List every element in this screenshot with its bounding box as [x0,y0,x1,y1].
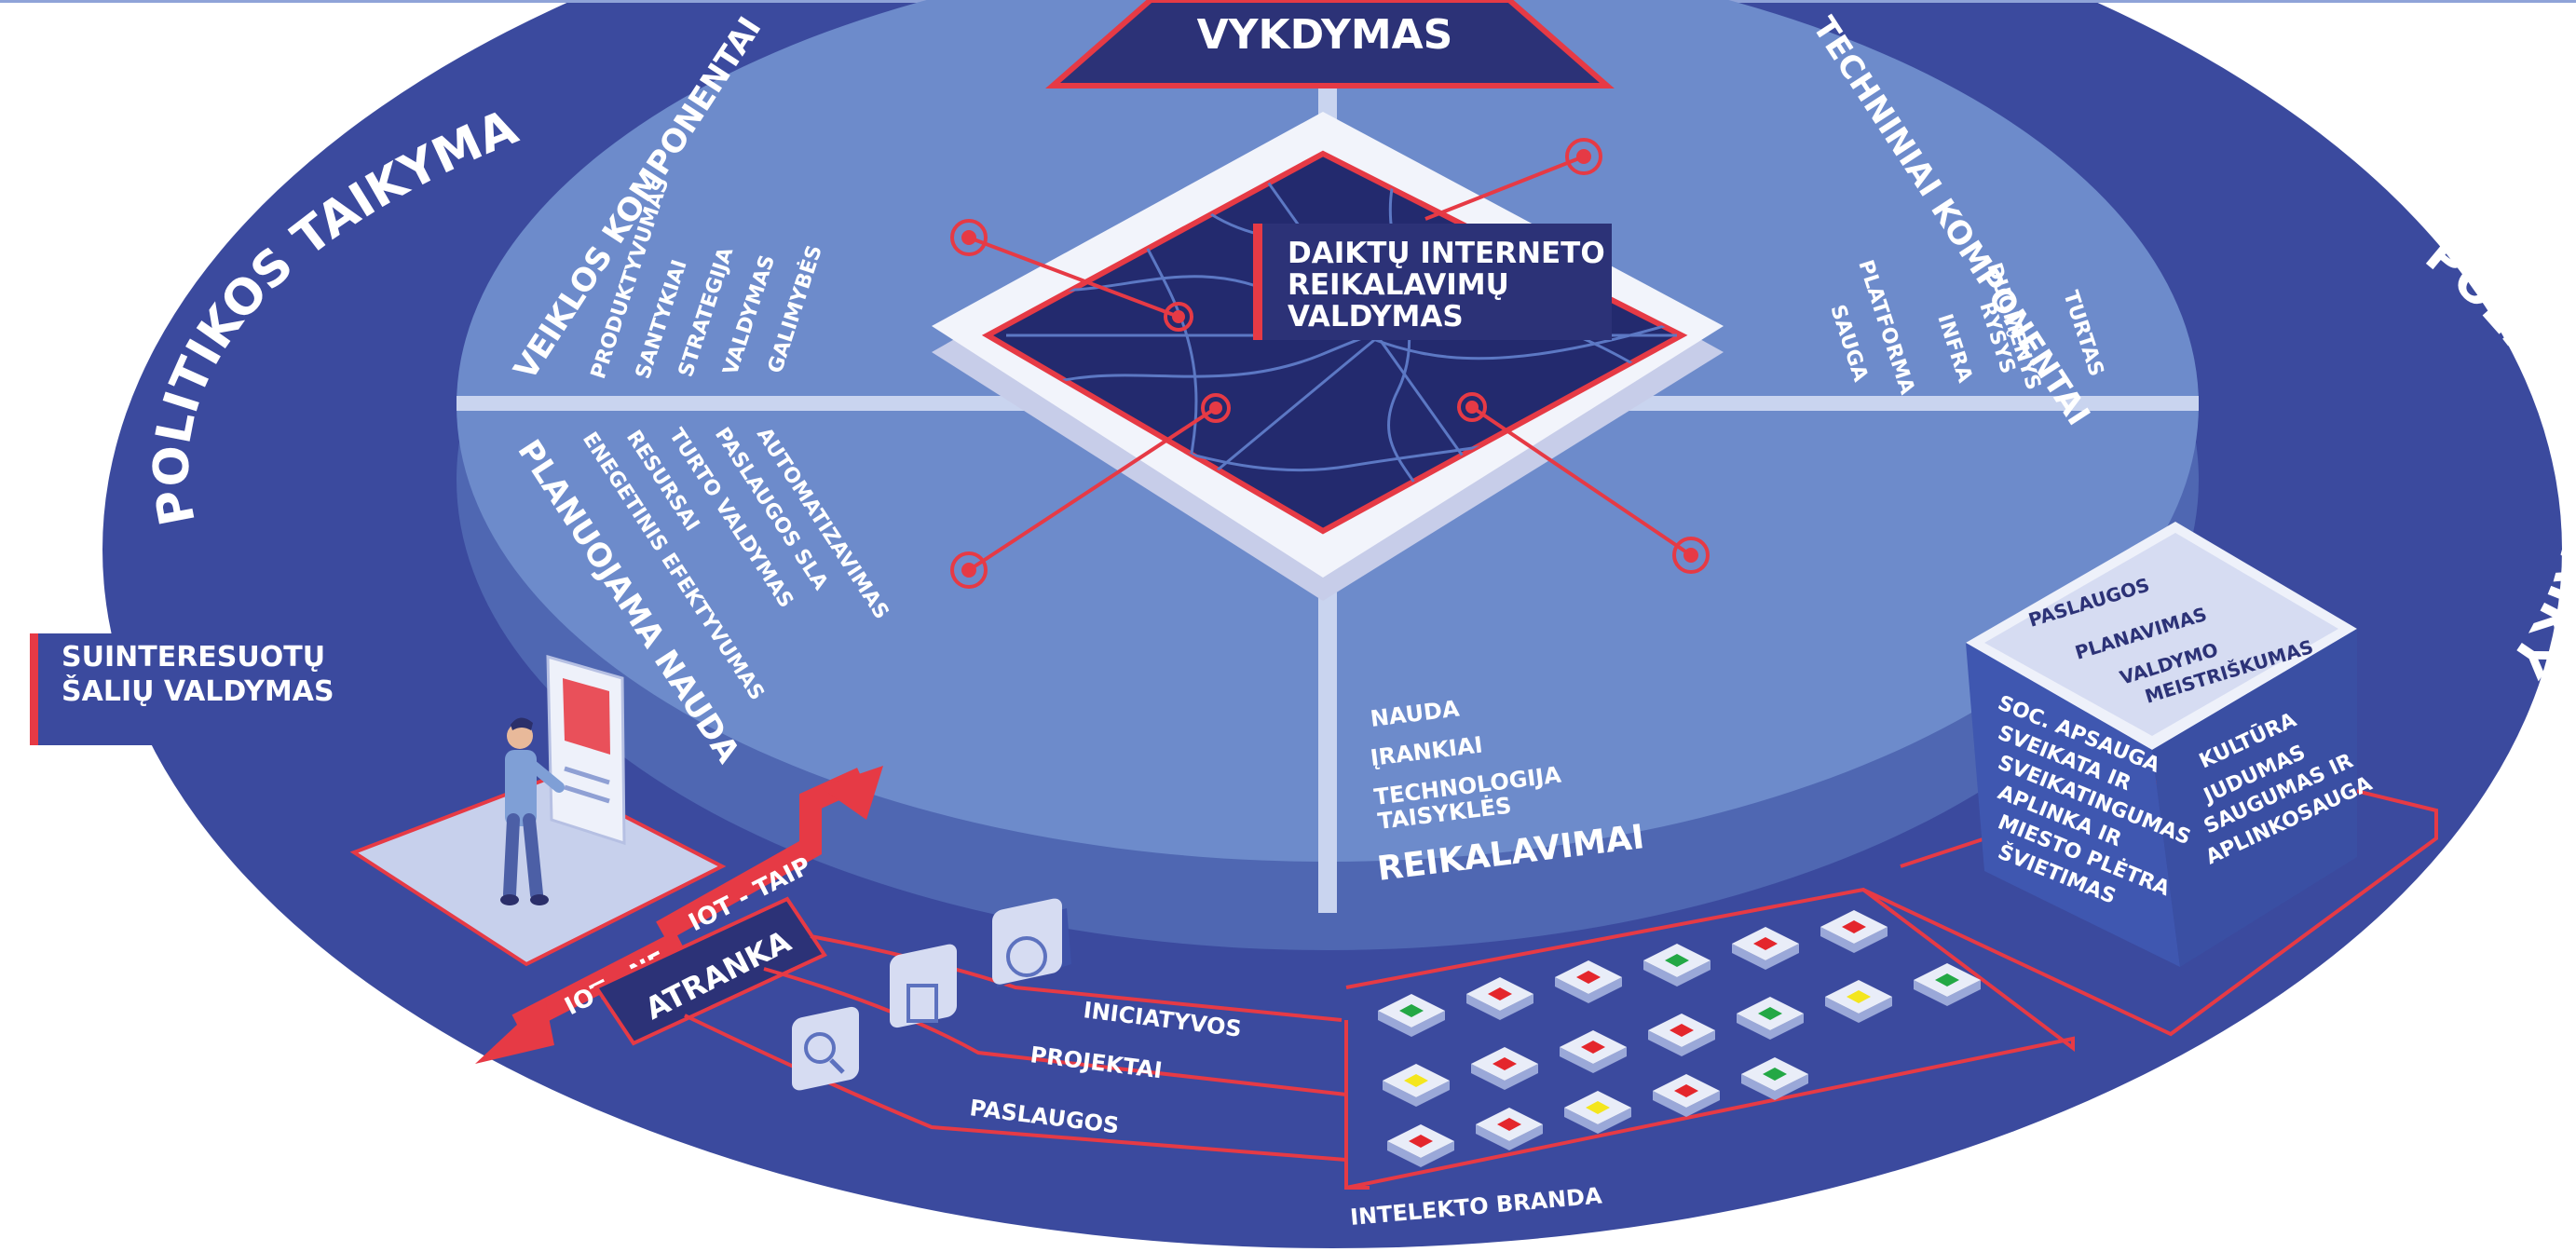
selection-box [593,896,827,1046]
map-pins [950,138,1710,589]
center-line: VALDYMAS [1288,300,1464,333]
status-indicator [1670,1024,1694,1037]
maturity-tile [1648,1014,1715,1056]
maturity-tile [1741,1057,1808,1100]
maturity-tile [1732,927,1799,970]
status-indicator [1935,973,1959,987]
maturity-tile [1476,1108,1543,1150]
person-icon [500,717,565,905]
maturity-tile [1466,977,1533,1020]
status-indicator [1576,971,1601,984]
maturity-tiles [1378,910,1981,1167]
status-indicator [1665,954,1689,967]
maturity-tile [1378,994,1445,1037]
maturity-frame [1345,887,2075,1190]
status-indicator [1586,1101,1610,1114]
status-indicator [1409,1135,1433,1148]
maturity-tile [1555,960,1622,1003]
stakeholder-label: SUINTERESUOTŲ ŠALIŲ VALDYMAS [61,641,335,708]
status-indicator [1847,990,1871,1003]
maturity-tile [1825,980,1892,1023]
status-indicator [1758,1007,1782,1020]
stakeholder-label-box [30,633,165,745]
center-label-accent [1253,224,1262,340]
header-banner [1045,0,1615,88]
maturity-tile [1737,997,1804,1040]
maturity-tile [1914,963,1981,1006]
center-line: DAIKTŲ INTERNETO [1288,237,1605,270]
maturity-tile [1383,1064,1450,1107]
status-indicator [1763,1068,1787,1081]
status-indicator [1404,1074,1428,1087]
gear-icon [992,898,1071,987]
maturity-tile [1560,1030,1627,1073]
maturity-tile [1653,1074,1720,1117]
red-arrow-icon [475,766,883,1064]
maturity-tile [1564,1091,1631,1134]
document-icon [890,944,957,1028]
maturity-tile [1471,1047,1538,1090]
status-indicator [1399,1004,1424,1017]
header-title: VYKDYMAS [1197,11,1453,59]
stakeholder-label-accent [30,633,38,745]
status-indicator [1753,937,1778,950]
maturity-tile [1387,1124,1454,1167]
status-indicator [1492,1057,1517,1070]
status-indicator [1842,920,1866,933]
stakeholder-line: ŠALIŲ VALDYMAS [61,674,334,708]
magnifier-icon [792,1006,859,1091]
center-label-box [1253,224,1612,340]
stakeholder-line: SUINTERESUOTŲ [61,641,325,674]
status-indicator [1674,1084,1698,1097]
services-cube [1966,522,2357,967]
maturity-tile [1820,910,1888,953]
maturity-tile [1643,944,1711,987]
status-indicator [1488,987,1512,1000]
status-indicator [1581,1041,1605,1054]
status-indicator [1497,1118,1521,1131]
kiosk-icon [546,654,626,846]
center-line: REIKALAVIMŲ [1288,268,1509,302]
center-label: DAIKTŲ INTERNETO REIKALAVIMŲ VALDYMAS [1288,237,1615,333]
